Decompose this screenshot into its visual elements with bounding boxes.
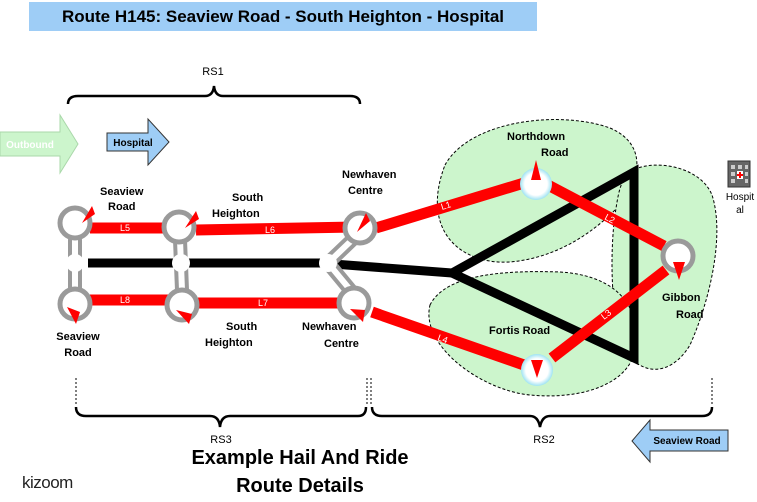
link-l4: [370, 306, 526, 371]
marker-gibbon: [673, 262, 685, 280]
stop-labels: Seaview Road Seaview Road South Heighton…: [56, 131, 754, 359]
label-seaview-top-1: Seaview: [100, 186, 144, 198]
link-l1: [374, 177, 526, 234]
link-labels: L5 L6 L8 L7 L1 L2 L3 L4: [120, 199, 617, 345]
marker-seaview-bottom: [67, 307, 80, 324]
stop-northdown-road: [520, 168, 552, 200]
outbound-label: Outbound: [6, 140, 54, 151]
marker-fortis: [531, 360, 543, 378]
route-title: Route H145: Seaview Road - South Heighto…: [29, 2, 537, 31]
marker-south-heighton-bottom: [176, 310, 192, 324]
route-trunk: [88, 164, 639, 366]
label-newhaven-bottom-1: Newhaven: [302, 321, 357, 333]
label-northdown-1: Northdown: [507, 131, 565, 143]
label-seaview-top-2: Road: [108, 201, 136, 213]
label-gibbon-2: Road: [676, 309, 704, 321]
rs3-label: RS3: [210, 434, 231, 446]
hospital-icon: [727, 160, 751, 188]
seaview-road-direction-label: Seaview Road: [653, 436, 720, 447]
label-northdown-2: Road: [541, 147, 569, 159]
stop-markers: [67, 160, 685, 378]
label-seaview-bottom-1: Seaview: [56, 331, 100, 343]
label-fortis-road: Fortis Road: [489, 325, 550, 337]
marker-newhaven-top: [357, 213, 370, 232]
link-label-l3: L3: [599, 308, 613, 322]
link-label-l7: L7: [258, 298, 268, 308]
stop-pair-seaview: [57, 205, 93, 322]
label-hospital-1: Hospit: [726, 192, 755, 203]
hospital-direction-label: Hospital: [113, 138, 153, 149]
label-hospital-2: al: [736, 205, 744, 216]
rs1-label: RS1: [202, 66, 223, 78]
link-label-l8: L8: [120, 295, 130, 305]
red-links: [90, 177, 670, 371]
link-l6: [195, 221, 356, 236]
footer-title-line2: Route Details: [236, 475, 364, 497]
link-label-l6: L6: [265, 225, 275, 235]
marker-newhaven-bottom: [350, 309, 365, 322]
section-guides: [75, 378, 713, 406]
label-seaview-bottom-2: Road: [64, 347, 92, 359]
rs2-label: RS2: [533, 434, 554, 446]
outbound-arrow: Outbound: [0, 113, 79, 175]
label-newhaven-top-2: Centre: [348, 185, 383, 197]
link-label-l1: L1: [440, 199, 453, 211]
label-newhaven-top-1: Newhaven: [342, 169, 397, 181]
rs3-brace: [74, 406, 368, 428]
label-newhaven-bottom-2: Centre: [324, 338, 359, 350]
label-south-heighton-top-1: South: [232, 192, 263, 204]
rs2-brace: [370, 406, 714, 428]
footer-title-line1: Example Hail And Ride: [191, 447, 409, 469]
rs1-brace: [66, 85, 362, 105]
marker-south-heighton-top: [185, 211, 199, 228]
brand-logo: kizoom: [22, 473, 73, 492]
marker-seaview-top: [82, 206, 95, 223]
link-label-l5: L5: [120, 223, 130, 233]
label-south-heighton-bottom-1: South: [226, 321, 257, 333]
label-south-heighton-bottom-2: Heighton: [205, 337, 253, 349]
seaview-road-direction-arrow: Seaview Road: [631, 418, 729, 464]
label-south-heighton-top-2: Heighton: [212, 208, 260, 220]
link-l3: [548, 265, 670, 363]
marker-northdown: [531, 160, 541, 180]
footer-title: Example Hail And Ride Route Details: [150, 444, 450, 500]
link-label-l2: L2: [603, 212, 617, 226]
link-label-l4: L4: [436, 332, 449, 345]
hospital-direction-arrow: Hospital: [106, 117, 170, 167]
label-gibbon-1: Gibbon: [662, 292, 701, 304]
link-l2: [543, 179, 667, 251]
stop-pair-south-heighton: [161, 209, 200, 323]
